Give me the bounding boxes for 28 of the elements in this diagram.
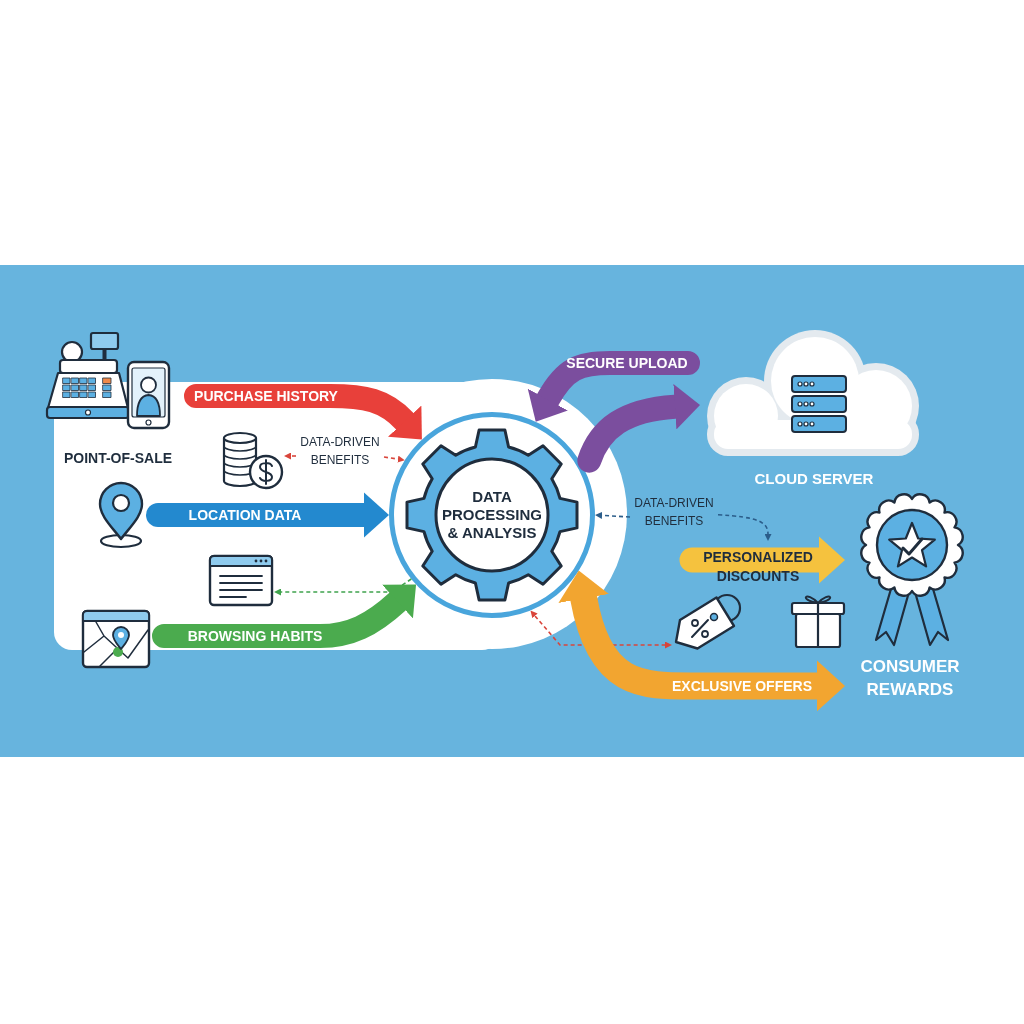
node-label: CLOUD SERVER <box>753 469 875 488</box>
flow-arrow <box>146 492 389 538</box>
edge-label: PURCHASE HISTORY <box>194 386 338 406</box>
node-label: POINT-OF-SALE <box>62 449 174 467</box>
flow-arrow <box>558 570 846 712</box>
edge-label: BROWSING HABITS <box>187 626 323 646</box>
dotted-arrow <box>717 514 772 541</box>
node-label: DATA-DRIVEN BENEFITS <box>296 434 384 469</box>
flow-arrow <box>184 384 423 439</box>
dotted-arrow <box>530 610 672 649</box>
edge-label: LOCATION DATA <box>188 505 302 525</box>
edge-label: EXCLUSIVE OFFERS <box>672 676 812 696</box>
dotted-arrow <box>595 511 631 519</box>
dotted-arrow <box>383 455 405 463</box>
dotted-arrow <box>284 452 297 460</box>
dotted-arrow <box>274 578 413 596</box>
flow-arrow <box>528 351 700 422</box>
flow-arrow <box>152 584 417 648</box>
flow-arrow <box>679 536 846 584</box>
edge-label: SECURE UPLOAD <box>566 353 688 373</box>
node-label: DATA PROCESSING & ANALYSIS <box>441 488 543 542</box>
node-label: DATA-DRIVEN BENEFITS <box>630 495 718 530</box>
flow-arrow <box>577 384 700 473</box>
price-tag-icon <box>672 593 744 653</box>
node-label: CONSUMER REWARDS <box>859 656 961 701</box>
location-pin-icon <box>96 480 146 550</box>
browser-window-icon <box>208 553 274 608</box>
edge-label: PERSONALIZED DISCOUNTS <box>702 548 814 586</box>
